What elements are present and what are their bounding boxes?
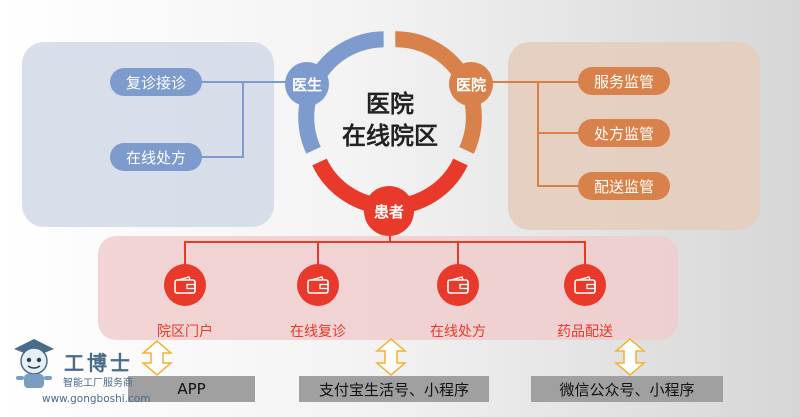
service-delivery-icon xyxy=(564,264,606,306)
patient-connector xyxy=(584,241,586,265)
robot-mascot-icon xyxy=(14,339,54,388)
hospital-item-delivery: 配送监管 xyxy=(578,172,670,200)
service-portal-label: 院区门户 xyxy=(157,324,213,340)
double-arrow-icon xyxy=(375,338,407,376)
watermark: 工博士 智能工厂服务商 www.gongboshi.com xyxy=(6,333,156,413)
channel-app: APP xyxy=(128,376,255,402)
double-arrow-icon xyxy=(141,340,173,376)
double-arrow-icon xyxy=(614,338,646,376)
channel-wechat: 微信公众号、小程序 xyxy=(531,376,723,402)
service-prescription-icon xyxy=(437,264,479,306)
doctor-connector xyxy=(198,156,244,158)
role-patient: 患者 xyxy=(364,186,414,236)
hospital-item-service: 服务监管 xyxy=(578,67,670,95)
channel-alipay: 支付宝生活号、小程序 xyxy=(299,376,489,402)
patient-connector xyxy=(184,241,585,243)
doctor-item-followup: 复诊接诊 xyxy=(110,68,202,96)
patient-connector xyxy=(317,241,319,265)
hospital-connector xyxy=(492,81,580,83)
watermark-url: www.gongboshi.com xyxy=(42,393,151,405)
center-title-line2: 在线院区 xyxy=(342,122,438,150)
center-title: 医院 在线院区 xyxy=(330,88,450,152)
role-doctor: 医生 xyxy=(285,62,329,106)
patient-connector xyxy=(457,241,459,265)
service-followup-label: 在线复诊 xyxy=(290,324,346,340)
service-followup-icon xyxy=(297,264,339,306)
service-portal-icon xyxy=(164,264,206,306)
patient-connector xyxy=(184,241,186,265)
hospital-connector xyxy=(537,185,580,187)
doctor-item-prescription: 在线处方 xyxy=(110,143,202,171)
watermark-tagline: 智能工厂服务商 xyxy=(63,378,133,389)
role-hospital: 医院 xyxy=(449,62,493,106)
hospital-item-prescription: 处方监管 xyxy=(578,119,670,147)
watermark-brand: 工博士 xyxy=(64,351,133,375)
service-prescription-label: 在线处方 xyxy=(430,324,486,340)
doctor-connector xyxy=(242,81,244,157)
service-delivery-label: 药品配送 xyxy=(557,324,613,340)
hospital-connector xyxy=(537,81,539,187)
center-title-line1: 医院 xyxy=(366,90,414,118)
hospital-connector xyxy=(537,132,580,134)
